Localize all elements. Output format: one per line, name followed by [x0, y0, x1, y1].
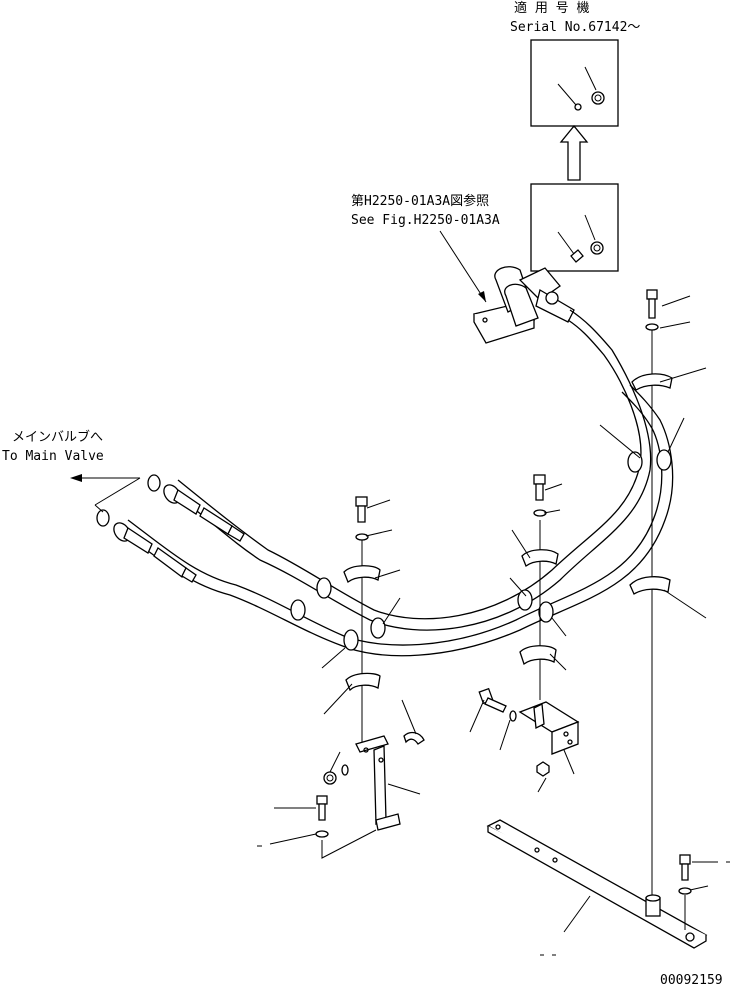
reference-note: 第H2250-01A3A図参照 See Fig.H2250-01A3A — [351, 193, 500, 228]
upper-clamp-bracket — [473, 266, 575, 344]
bolt-right-top — [646, 289, 658, 319]
bolt-center — [355, 496, 368, 523]
clip — [403, 731, 425, 745]
bolt-bottom-right — [679, 854, 691, 881]
boss — [645, 894, 661, 917]
callout-leaders — [257, 295, 730, 956]
clamp — [345, 672, 381, 692]
clamp — [521, 549, 559, 568]
reference-note-en: See Fig.H2250-01A3A — [351, 213, 500, 228]
assembly-line — [321, 829, 377, 859]
fig-detail-box — [530, 183, 619, 272]
grommet — [538, 601, 554, 623]
clamp — [343, 565, 381, 584]
main-valve-note: メインバルブへ To Main Valve — [2, 429, 104, 464]
nut — [536, 761, 550, 777]
washer — [341, 764, 349, 776]
grommet — [370, 617, 386, 639]
grommet — [343, 629, 359, 651]
stay-bracket-right — [518, 701, 580, 755]
main-valve-note-en: To Main Valve — [2, 449, 104, 464]
grommet — [316, 577, 332, 599]
grommet — [290, 599, 306, 621]
washer — [645, 323, 659, 331]
main-valve-note-jp: メインバルブへ — [12, 429, 103, 445]
washer — [355, 533, 369, 541]
grommet — [656, 449, 672, 471]
hose-fitting-lower — [113, 522, 197, 583]
hose-upper — [169, 309, 652, 631]
washer — [509, 710, 517, 722]
bolt-mid — [533, 474, 546, 501]
hose-fitting-upper — [163, 484, 245, 542]
grommet — [627, 451, 643, 473]
hose-lower — [119, 384, 674, 657]
clamp — [519, 645, 557, 666]
washer — [315, 830, 329, 838]
base-plate — [486, 819, 708, 949]
up-arrow-icon — [559, 124, 589, 181]
grommet — [517, 589, 533, 611]
serial-note-jp: 適 用 号 機 — [514, 0, 589, 16]
nut-left — [323, 771, 337, 785]
serial-note: 適 用 号 機 Serial No.67142～ — [510, 0, 640, 35]
clamp — [629, 576, 671, 595]
grommets — [290, 449, 672, 651]
bolt-lower-left — [316, 795, 328, 821]
clamp — [631, 373, 673, 391]
serial-detail-box — [530, 39, 619, 127]
assembly-axes — [361, 330, 653, 900]
reference-note-jp: 第H2250-01A3A図参照 — [351, 193, 489, 209]
valve-cap-upper — [147, 474, 161, 492]
drawing-number: 00092159 — [660, 973, 723, 987]
serial-note-en: Serial No.67142～ — [510, 20, 640, 35]
bolt-lower-mid — [478, 687, 507, 713]
reference-arrow-icon — [478, 291, 486, 302]
main-valve-leader — [70, 474, 141, 513]
stay-bracket-left — [355, 735, 401, 831]
washer — [678, 887, 692, 895]
reference-leader — [439, 230, 487, 303]
valve-cap-lower — [96, 509, 110, 527]
